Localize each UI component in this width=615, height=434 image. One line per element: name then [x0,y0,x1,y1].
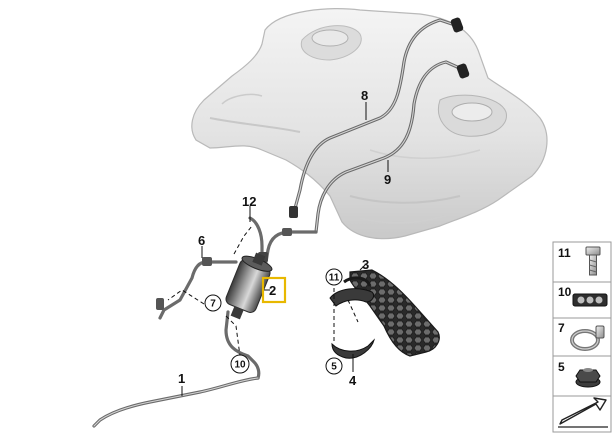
pipe-clip-icon [572,293,608,307]
leader-lines [167,102,389,396]
legend-item-7[interactable]: 7 [552,317,612,357]
fuel-line-9 [314,60,470,234]
bolt-icon [585,246,601,276]
fuel-line-1 [92,376,260,428]
svg-text:12: 12 [242,194,256,209]
highlight-box [261,276,287,304]
callout-1[interactable]: 1 [178,371,185,386]
arrow-icon [558,397,608,428]
svg-text:10: 10 [234,360,246,371]
callout-7[interactable]: 7 [204,294,222,312]
flange-nut-icon [575,368,601,388]
lower-clamp [331,338,375,359]
svg-text:9: 9 [384,172,391,187]
fuel-line-6 [156,257,238,320]
callout-12[interactable]: 12 [242,194,256,209]
callout-3[interactable]: 3 [362,257,369,272]
legend-item-5[interactable]: 5 [552,355,612,397]
callout-8[interactable]: 8 [361,88,368,103]
svg-text:6: 6 [198,233,205,248]
legend-item-10[interactable]: 10 [552,281,612,319]
svg-text:4: 4 [349,373,357,388]
legend-item-11[interactable]: 11 [552,241,612,283]
svg-text:2: 2 [269,283,276,298]
fuel-line-8 [289,17,464,218]
filter-bracket [343,269,440,357]
hose-clamp-icon [570,325,605,351]
svg-text:11: 11 [558,246,571,260]
callout-4[interactable]: 4 [349,373,357,388]
legend-footer[interactable] [552,395,612,433]
upper-clamp [329,288,375,307]
callout-9[interactable]: 9 [384,172,391,187]
svg-text:3: 3 [362,257,369,272]
svg-text:5: 5 [331,362,337,373]
svg-text:7: 7 [558,321,565,335]
callout-2[interactable]: 2 [261,276,287,304]
svg-text:8: 8 [361,88,368,103]
fuel-filter [225,252,273,320]
svg-text:11: 11 [329,273,340,284]
callout-11[interactable]: 11 [325,268,343,286]
svg-text:7: 7 [210,299,216,310]
svg-text:5: 5 [558,360,565,374]
fuel-line-10 [224,310,261,380]
svg-text:10: 10 [558,285,572,299]
callout-5[interactable]: 5 [325,357,343,375]
callout-6[interactable]: 6 [198,233,205,248]
svg-text:1: 1 [178,371,185,386]
legend-panel: 11 10 7 [552,241,612,433]
callout-10[interactable]: 10 [230,354,250,374]
